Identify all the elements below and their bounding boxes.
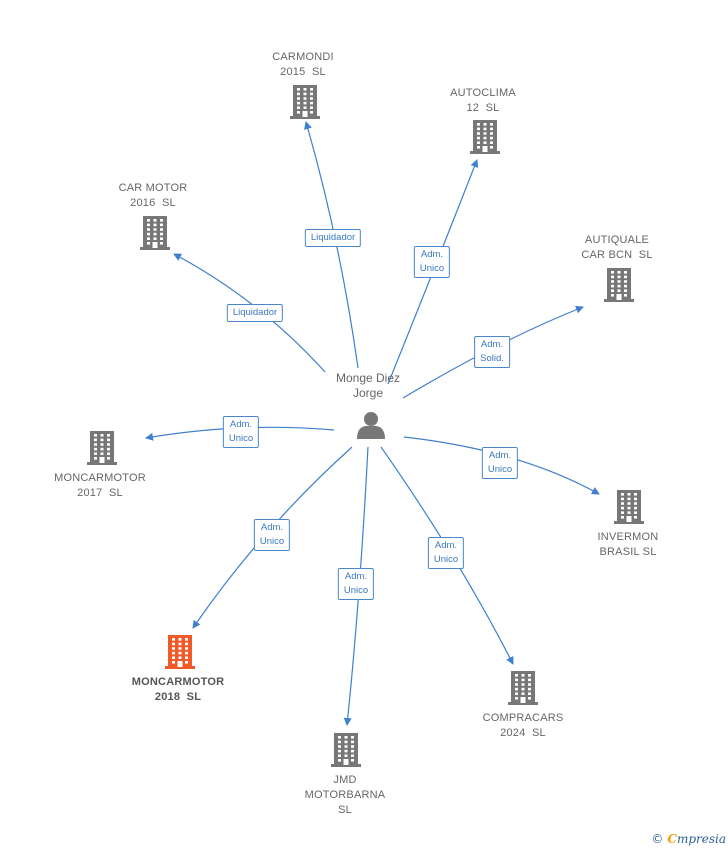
role-badge: Liquidador bbox=[304, 229, 362, 247]
role-badge: Adm. Unico bbox=[427, 537, 465, 569]
company-node-moncarmotor-2018[interactable]: MONCARMOTOR 2018 SL bbox=[103, 675, 253, 705]
company-name-line: 2018 SL bbox=[154, 691, 202, 703]
company-name-line: INVERMON bbox=[597, 531, 659, 543]
building-icon bbox=[140, 216, 170, 250]
company-name-line: CARMONDI bbox=[272, 51, 334, 63]
role-text: Unico bbox=[228, 433, 254, 444]
company-node-compracars[interactable]: COMPRACARS 2024 SL bbox=[448, 711, 598, 741]
company-name-line: MOTORBARNA bbox=[304, 789, 386, 801]
role-text: Solid. bbox=[480, 353, 504, 364]
company-node-jmd[interactable]: JMD MOTORBARNA SL bbox=[270, 773, 420, 818]
role-text: Adm. bbox=[480, 339, 504, 350]
person-name-line: Jorge bbox=[352, 386, 384, 400]
role-badge: Adm. Solid. bbox=[474, 336, 510, 368]
company-name-line: SL bbox=[338, 804, 352, 816]
brand-logo-initial: C bbox=[667, 832, 677, 846]
building-icon bbox=[508, 671, 538, 705]
person-icon bbox=[357, 412, 385, 439]
company-name-line: 2024 SL bbox=[500, 727, 546, 739]
role-badge: Adm. Unico bbox=[413, 246, 451, 278]
company-name-line: JMD bbox=[333, 774, 357, 786]
company-name-line: 2016 SL bbox=[130, 197, 176, 209]
building-icon bbox=[331, 733, 361, 767]
role-text: Unico bbox=[419, 263, 445, 274]
company-name-line: MONCARMOTOR bbox=[131, 676, 225, 688]
building-icon bbox=[614, 490, 644, 524]
role-badge: Adm. Unico bbox=[481, 447, 519, 479]
role-text: Unico bbox=[433, 554, 459, 565]
company-name-line: COMPRACARS bbox=[482, 712, 564, 724]
company-node-autiquale[interactable]: AUTIQUALE CAR BCN SL bbox=[542, 233, 692, 263]
footer-brand: ©Cmpresia bbox=[651, 832, 726, 846]
company-name-line: 12 SL bbox=[466, 102, 500, 114]
company-name-line: 2017 SL bbox=[77, 487, 123, 499]
role-text: Liquidador bbox=[310, 232, 356, 243]
role-text: Adm. bbox=[229, 419, 253, 430]
role-badge: Adm. Unico bbox=[337, 568, 375, 600]
role-text: Adm. bbox=[434, 540, 458, 551]
company-name-line: BRASIL SL bbox=[599, 546, 657, 558]
role-text: Adm. bbox=[488, 450, 512, 461]
building-icon bbox=[290, 85, 320, 119]
role-badge: Adm. Unico bbox=[253, 519, 291, 551]
company-name-line: MONCARMOTOR bbox=[54, 472, 146, 484]
copyright-symbol: © bbox=[651, 832, 664, 846]
building-icon bbox=[165, 635, 195, 669]
role-text: Adm. bbox=[420, 249, 444, 260]
role-text: Unico bbox=[343, 585, 369, 596]
building-icon bbox=[470, 120, 500, 154]
person-name-line: Monge Diez bbox=[335, 371, 401, 385]
company-node-moncarmotor-2017[interactable]: MONCARMOTOR 2017 SL bbox=[25, 471, 175, 501]
brand-logo-text: mpresia bbox=[676, 832, 726, 846]
building-icon bbox=[87, 431, 117, 465]
company-name-line: 2015 SL bbox=[280, 66, 326, 78]
role-text: Liquidador bbox=[232, 307, 278, 318]
company-node-car-motor[interactable]: CAR MOTOR 2016 SL bbox=[78, 181, 228, 211]
role-badge: Adm. Unico bbox=[222, 416, 260, 448]
company-name-line: CAR BCN SL bbox=[581, 249, 653, 261]
role-badge: Liquidador bbox=[226, 304, 284, 322]
company-name-line: AUTIQUALE bbox=[584, 234, 650, 246]
role-text: Unico bbox=[259, 536, 285, 547]
company-node-autoclima[interactable]: AUTOCLIMA 12 SL bbox=[408, 86, 558, 116]
company-node-carmondi[interactable]: CARMONDI 2015 SL bbox=[228, 50, 378, 80]
company-name-line: AUTOCLIMA bbox=[450, 87, 516, 99]
role-text: Adm. bbox=[260, 522, 284, 533]
role-text: Adm. bbox=[344, 571, 368, 582]
company-name-line: CAR MOTOR bbox=[118, 182, 188, 194]
building-icon bbox=[604, 268, 634, 302]
role-text: Unico bbox=[487, 464, 513, 475]
company-node-invermon[interactable]: INVERMON BRASIL SL bbox=[553, 530, 703, 560]
